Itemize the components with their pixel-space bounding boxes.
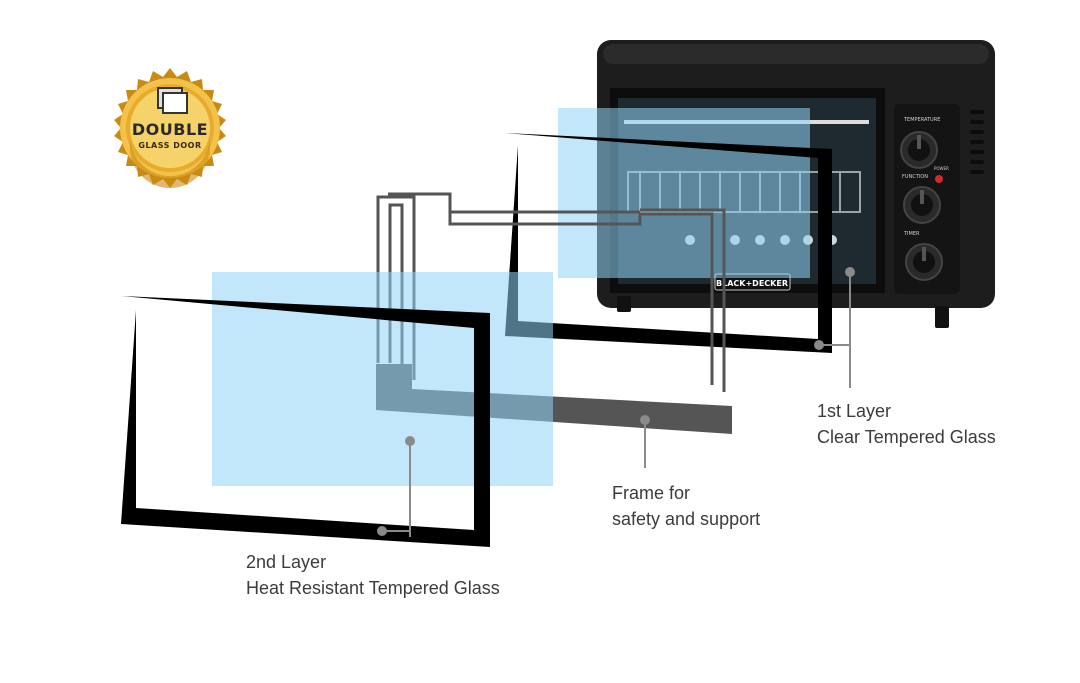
power-indicator-light	[935, 175, 943, 183]
badge-line1: DOUBLE	[131, 120, 209, 139]
label-first-layer-desc: Clear Tempered Glass	[817, 427, 996, 447]
second-layer-glass-assembly	[121, 272, 553, 547]
second-layer-bezel	[121, 296, 490, 547]
pointer-dot-frame	[640, 415, 650, 425]
knob-label-function: FUNCTION	[902, 174, 928, 180]
first-layer-glass-assembly	[505, 108, 832, 353]
temperature-knob[interactable]	[900, 131, 938, 169]
oven-foot	[617, 296, 631, 312]
label-frame-desc: safety and support	[612, 509, 761, 529]
double-glass-door-badge: DOUBLE GLASS DOOR	[108, 66, 232, 190]
pointer-dot-layer2-bezel	[377, 526, 387, 536]
label-frame: Frame for safety and support	[612, 480, 760, 532]
pointer-dots	[377, 267, 855, 536]
label-second-layer-desc: Heat Resistant Tempered Glass	[246, 578, 500, 598]
label-first-layer: 1st Layer Clear Tempered Glass	[817, 398, 996, 450]
oven-foot	[935, 306, 949, 328]
label-frame-title: Frame for	[612, 483, 691, 503]
label-second-layer: 2nd Layer Heat Resistant Tempered Glass	[246, 549, 500, 601]
gold-seal-icon	[114, 68, 226, 188]
brand-logo: BLACK+DECKER	[716, 279, 788, 288]
pointer-dot-layer1-bezel	[814, 340, 824, 350]
pointer-dot-layer1	[845, 267, 855, 277]
pointer-dot-layer2	[405, 436, 415, 446]
label-first-layer-title: 1st Layer	[817, 401, 892, 421]
knob-label-power: POWER	[934, 166, 949, 171]
knob-label-timer: TIMER	[903, 231, 920, 237]
side-vents	[970, 110, 984, 174]
badge-line2: GLASS DOOR	[138, 141, 202, 150]
first-layer-glass-pane	[558, 108, 810, 278]
timer-knob[interactable]	[905, 243, 943, 281]
knob-label-temperature: TEMPERATURE	[903, 117, 940, 123]
function-knob[interactable]	[903, 186, 941, 224]
label-second-layer-title: 2nd Layer	[246, 552, 327, 572]
